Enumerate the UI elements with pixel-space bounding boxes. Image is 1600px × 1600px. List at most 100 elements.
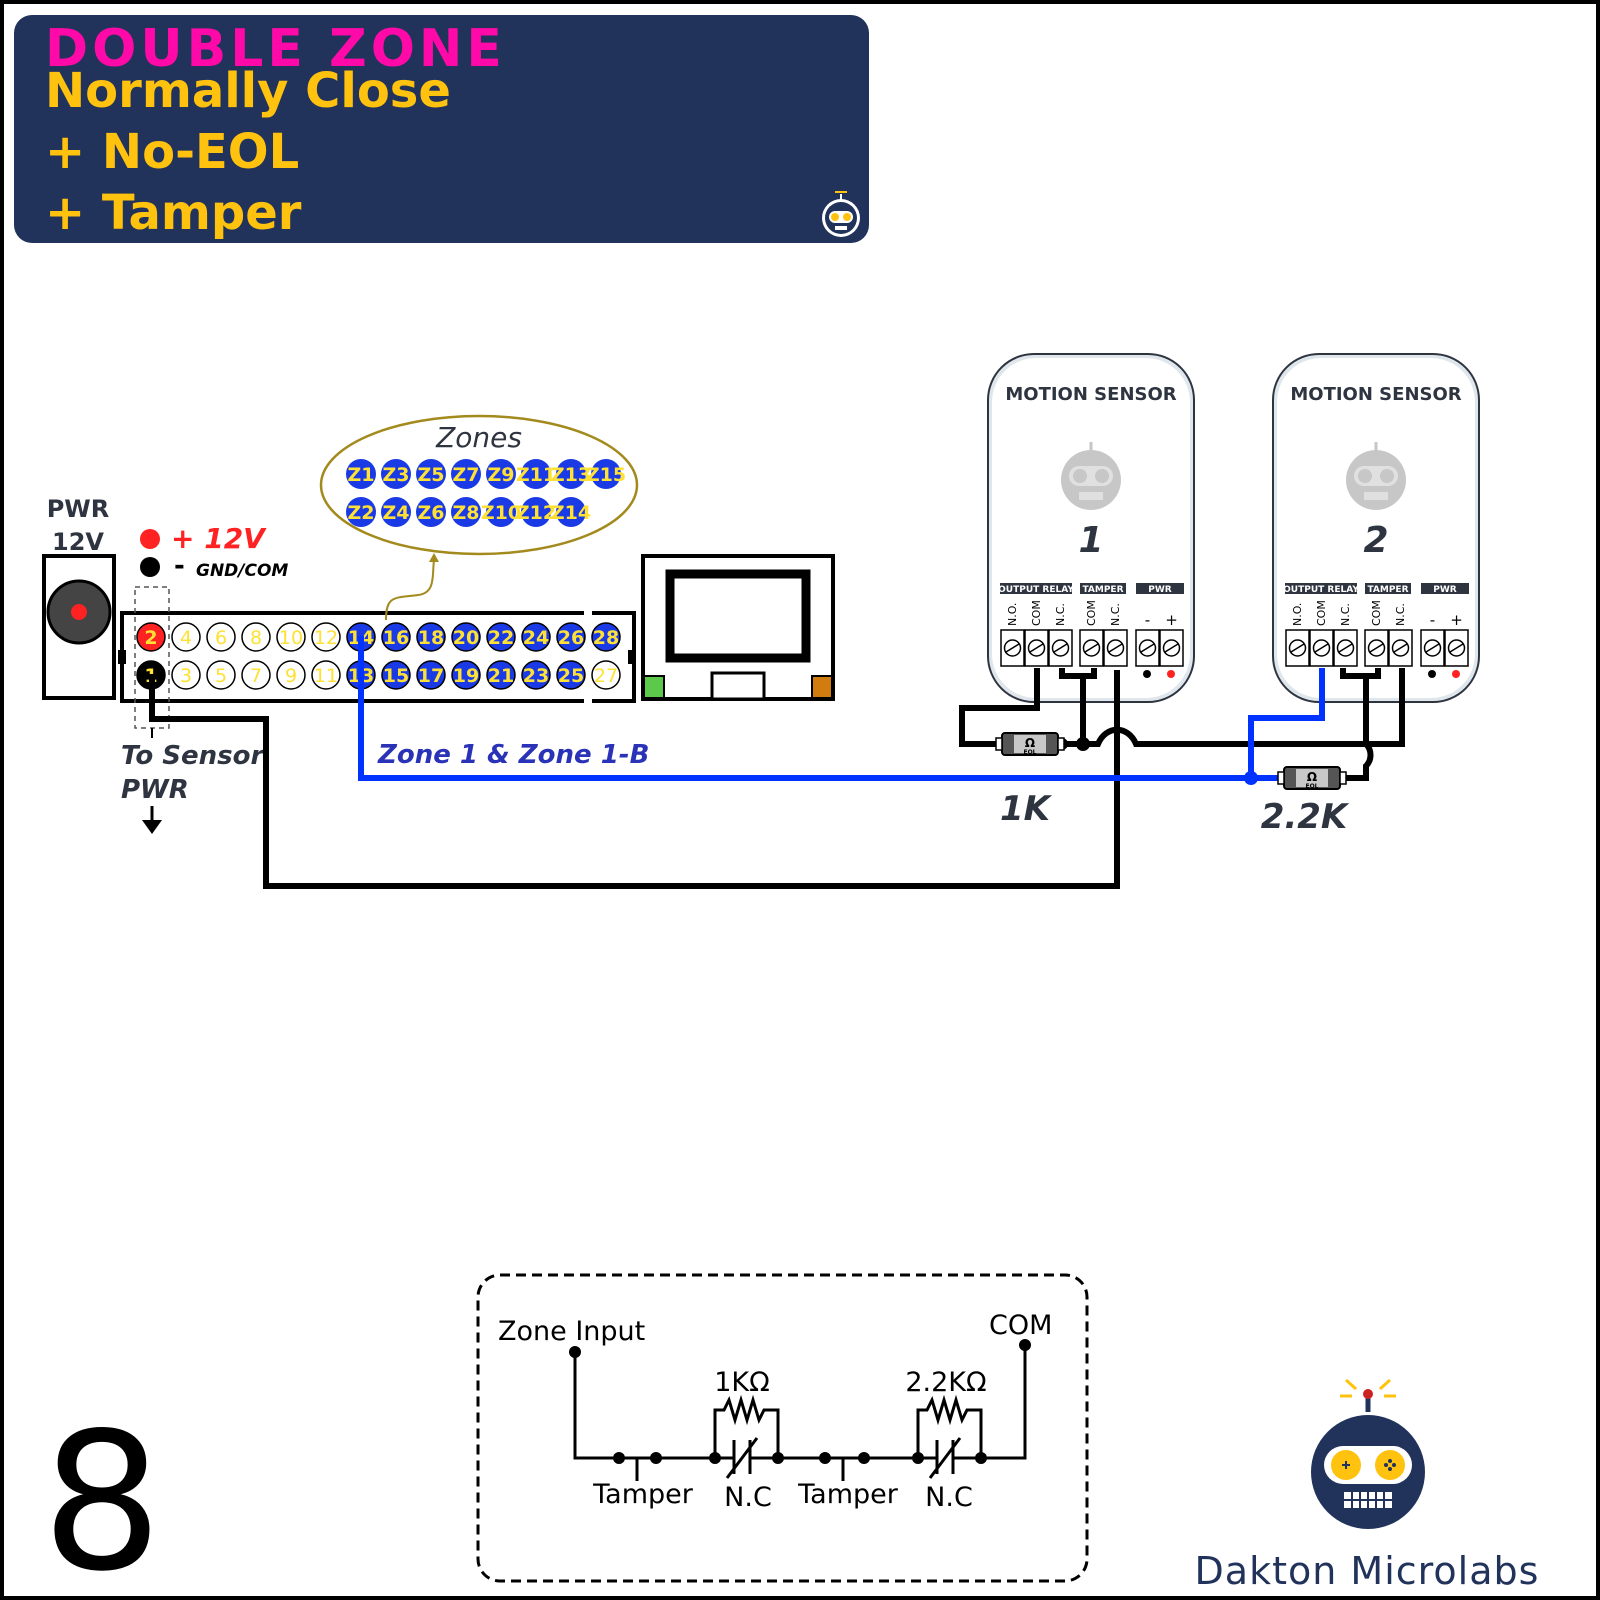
sensor-robot-logo-icon: [1346, 442, 1406, 510]
terminal-group-header: [1136, 583, 1184, 594]
sensor-terminal: N.C.: [1333, 603, 1358, 667]
green-led-icon: [643, 675, 665, 699]
sensor-terminal-label: N.C.: [1394, 603, 1407, 626]
terminal-pin-label: 12: [314, 627, 338, 649]
display-screen: [665, 569, 811, 663]
zone-chip-z13: Z13: [551, 459, 591, 489]
resistor-1k-symbol: Ω: [1025, 736, 1035, 750]
terminal-pin-label: 6: [215, 627, 227, 649]
title-line-1: DOUBLE ZONE: [45, 19, 506, 79]
sensor-terminal-label: +: [1450, 611, 1463, 629]
sensor-terminal: N.O.: [1285, 603, 1310, 667]
terminal-pin-label: 9: [285, 665, 297, 687]
terminal-pin-15: 15: [381, 660, 411, 690]
terminal-pin-7: 7: [241, 660, 271, 690]
zone-chip-z9: Z9: [486, 459, 516, 489]
terminal-pin-22: 22: [486, 622, 516, 652]
pwr-minus-dot-icon: [1143, 670, 1151, 678]
sensor-terminal: N.C.: [1388, 603, 1413, 667]
terminal-pin-9: 9: [276, 660, 306, 690]
robot-logo-icon: [1311, 1378, 1425, 1529]
terminal-pin-label: 10: [279, 627, 303, 649]
sensor-terminal: +: [1159, 611, 1184, 667]
display-module: [641, 554, 835, 701]
resistor-1k: Ω EOL: [995, 732, 1065, 756]
sensor1-nc-to-1k-wire: [959, 668, 1040, 747]
wires: [149, 636, 1405, 889]
zone-chip-z4: Z4: [381, 497, 411, 527]
terminal-pin-label: 4: [180, 627, 192, 649]
schematic-nc-2-label: N.C: [925, 1482, 973, 1513]
terminal-pin-4: 4: [171, 622, 201, 652]
terminal-pin-label: 2: [144, 627, 157, 649]
terminal-pin-2: 2: [136, 622, 166, 652]
title-line-3: + No-EOL: [45, 124, 299, 180]
gnd-dot-icon: [140, 557, 160, 577]
title-banner-bg: [14, 15, 869, 243]
zone-chip-label: Z10: [481, 502, 521, 524]
zone-wire-label: Zone 1 & Zone 1-B: [377, 740, 649, 770]
resistor-2-2k-symbol: Ω: [1307, 770, 1317, 784]
plus-12v-label: + 12V: [171, 522, 267, 555]
zone-chip-label: Z8: [453, 502, 480, 524]
sensor-terminal-label: COM: [1030, 600, 1043, 626]
title-banner: DOUBLE ZONE Normally Close + No-EOL + Ta…: [14, 15, 869, 243]
sensor-title: MOTION SENSOR: [1005, 384, 1176, 405]
terminal-pin-21: 21: [486, 660, 516, 690]
zone-chip-z15: Z15: [586, 459, 626, 489]
terminal-pin-20: 20: [451, 622, 481, 652]
zone-wire: [358, 636, 1325, 781]
down-arrow-icon: [142, 820, 162, 834]
to-sensor-label: To Sensor: [121, 741, 266, 771]
resistor-2-2k-tag: EOL: [1305, 783, 1318, 790]
pwr-plus-dot-icon: [1167, 670, 1175, 678]
sensor2-com-wire: [1340, 668, 1369, 700]
terminal-group-label: TAMPER: [1367, 585, 1408, 595]
display-connector: [710, 671, 766, 701]
sensor-terminal: COM: [1364, 600, 1389, 667]
zone-chip-label: Z12: [516, 502, 556, 524]
zone-chip-label: Z14: [551, 502, 591, 524]
terminal-pin-label: 11: [314, 665, 338, 687]
sensor-face: [1277, 358, 1475, 698]
schematic-com-label: COM: [989, 1310, 1052, 1341]
zone-chip-z7: Z7: [451, 459, 481, 489]
terminal-group-label: OUTPUT RELAY: [998, 585, 1074, 595]
zone-chip-z5: Z5: [416, 459, 446, 489]
schematic-tamper-2-label: Tamper: [797, 1479, 899, 1510]
sensor-terminal: COM: [1309, 600, 1334, 667]
terminal-group-label: PWR: [1433, 585, 1457, 595]
terminal-group-header: [1000, 583, 1072, 594]
terminal-pin-10: 10: [276, 622, 306, 652]
robot-logo-small-icon: [822, 191, 860, 237]
pwr-label: PWR: [47, 495, 110, 523]
sensor-face: [992, 358, 1190, 698]
terminal-pin-5: 5: [206, 660, 236, 690]
zone-chip-label: Z7: [453, 464, 480, 486]
2-2k-right-lead: [1340, 741, 1374, 781]
terminal-pin-label: 3: [180, 665, 192, 687]
brand-logo: Dakton Microlabs: [1195, 1378, 1540, 1593]
zones-pointer-line: [385, 559, 435, 621]
zone-chip-label: Z9: [488, 464, 515, 486]
sensor-terminal-label: N.O.: [1006, 603, 1019, 626]
zone-chip-z11: Z11: [516, 459, 556, 489]
sensor-terminal-label: N.C.: [1339, 603, 1352, 626]
schematic-r2-label: 2.2KΩ: [905, 1367, 986, 1398]
terminal-pin-11: 11: [311, 660, 341, 690]
zone-chip-z10: Z10: [481, 497, 521, 527]
brand-name: Dakton Microlabs: [1195, 1549, 1540, 1593]
title-line-2: Normally Close: [45, 63, 451, 119]
schematic-tamper-1-label: Tamper: [592, 1479, 694, 1510]
gnd-com-label: GND/COM: [196, 561, 288, 581]
plus-12v-dot-icon: [140, 529, 160, 549]
schematic-zone-input-label: Zone Input: [498, 1316, 645, 1347]
terminal-pin-label: 17: [418, 665, 444, 687]
zone-chip-z6: Z6: [416, 497, 446, 527]
strip-notch-right: [628, 650, 636, 664]
strip-notch-left: [118, 650, 126, 664]
